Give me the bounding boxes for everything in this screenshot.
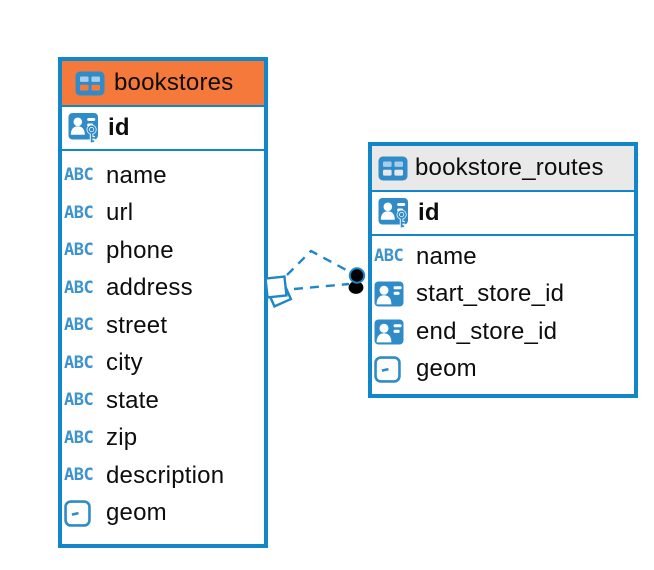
column-row[interactable]: ABC street bbox=[62, 307, 264, 345]
column-row[interactable]: end_store_id bbox=[372, 313, 634, 351]
column-name: id bbox=[108, 114, 130, 141]
filled-dot-marker bbox=[348, 267, 366, 294]
column-row-id[interactable]: id bbox=[62, 107, 264, 151]
column-name: geom bbox=[106, 499, 167, 527]
stacked-squares-marker bbox=[264, 275, 293, 308]
column-row[interactable]: ABC phone bbox=[62, 232, 264, 270]
column-name: start_store_id bbox=[416, 280, 565, 308]
relationship-line[interactable] bbox=[293, 282, 350, 291]
text-icon: ABC bbox=[64, 352, 94, 373]
column-row[interactable]: geom bbox=[372, 351, 634, 389]
column-row[interactable]: ABC name bbox=[62, 157, 264, 195]
column-name: phone bbox=[106, 236, 174, 264]
column-name: zip bbox=[106, 424, 138, 452]
column-row[interactable]: ABC state bbox=[62, 382, 264, 420]
text-icon: ABC bbox=[64, 315, 94, 336]
entity-table-bookstore-routes[interactable]: bookstore_routes id ABC name start_store… bbox=[368, 142, 638, 398]
text-icon: ABC bbox=[374, 246, 404, 267]
column-row[interactable]: ABC address bbox=[62, 270, 264, 308]
column-name: name bbox=[106, 161, 167, 189]
table-header[interactable]: bookstore_routes bbox=[372, 146, 634, 192]
column-name: url bbox=[106, 199, 134, 227]
text-icon: ABC bbox=[64, 277, 94, 298]
column-name: name bbox=[416, 242, 477, 270]
text-icon: ABC bbox=[64, 240, 94, 261]
column-name: id bbox=[418, 199, 440, 226]
table-header[interactable]: bookstores bbox=[62, 61, 264, 107]
text-icon: ABC bbox=[64, 427, 94, 448]
column-name: city bbox=[106, 349, 143, 377]
column-row[interactable]: ABC url bbox=[62, 195, 264, 233]
column-row[interactable]: ABC zip bbox=[62, 420, 264, 458]
column-list: ABC name ABC url ABC phone ABC address A… bbox=[62, 151, 264, 539]
column-name: street bbox=[106, 311, 168, 339]
column-name: address bbox=[106, 274, 193, 302]
column-name: state bbox=[106, 386, 160, 414]
relationship-line[interactable] bbox=[286, 249, 351, 276]
table-title: bookstores bbox=[114, 69, 234, 96]
column-name: description bbox=[106, 461, 225, 489]
column-name: geom bbox=[416, 355, 477, 383]
text-icon: ABC bbox=[64, 390, 94, 411]
text-icon: ABC bbox=[64, 465, 94, 486]
entity-table-bookstores[interactable]: bookstores id ABC name ABC url ABC phone… bbox=[58, 57, 268, 548]
column-row-id[interactable]: id bbox=[372, 192, 634, 236]
text-icon: ABC bbox=[64, 165, 94, 186]
column-row[interactable]: ABC description bbox=[62, 457, 264, 495]
column-row[interactable]: start_store_id bbox=[372, 276, 634, 314]
column-row[interactable]: geom bbox=[62, 495, 264, 533]
table-title: bookstore_routes bbox=[415, 154, 604, 181]
text-icon: ABC bbox=[64, 202, 94, 223]
column-row[interactable]: ABC city bbox=[62, 345, 264, 383]
column-list: ABC name start_store_id end_store_id geo… bbox=[372, 236, 634, 390]
column-row[interactable]: ABC name bbox=[372, 238, 634, 276]
column-name: end_store_id bbox=[416, 317, 558, 345]
